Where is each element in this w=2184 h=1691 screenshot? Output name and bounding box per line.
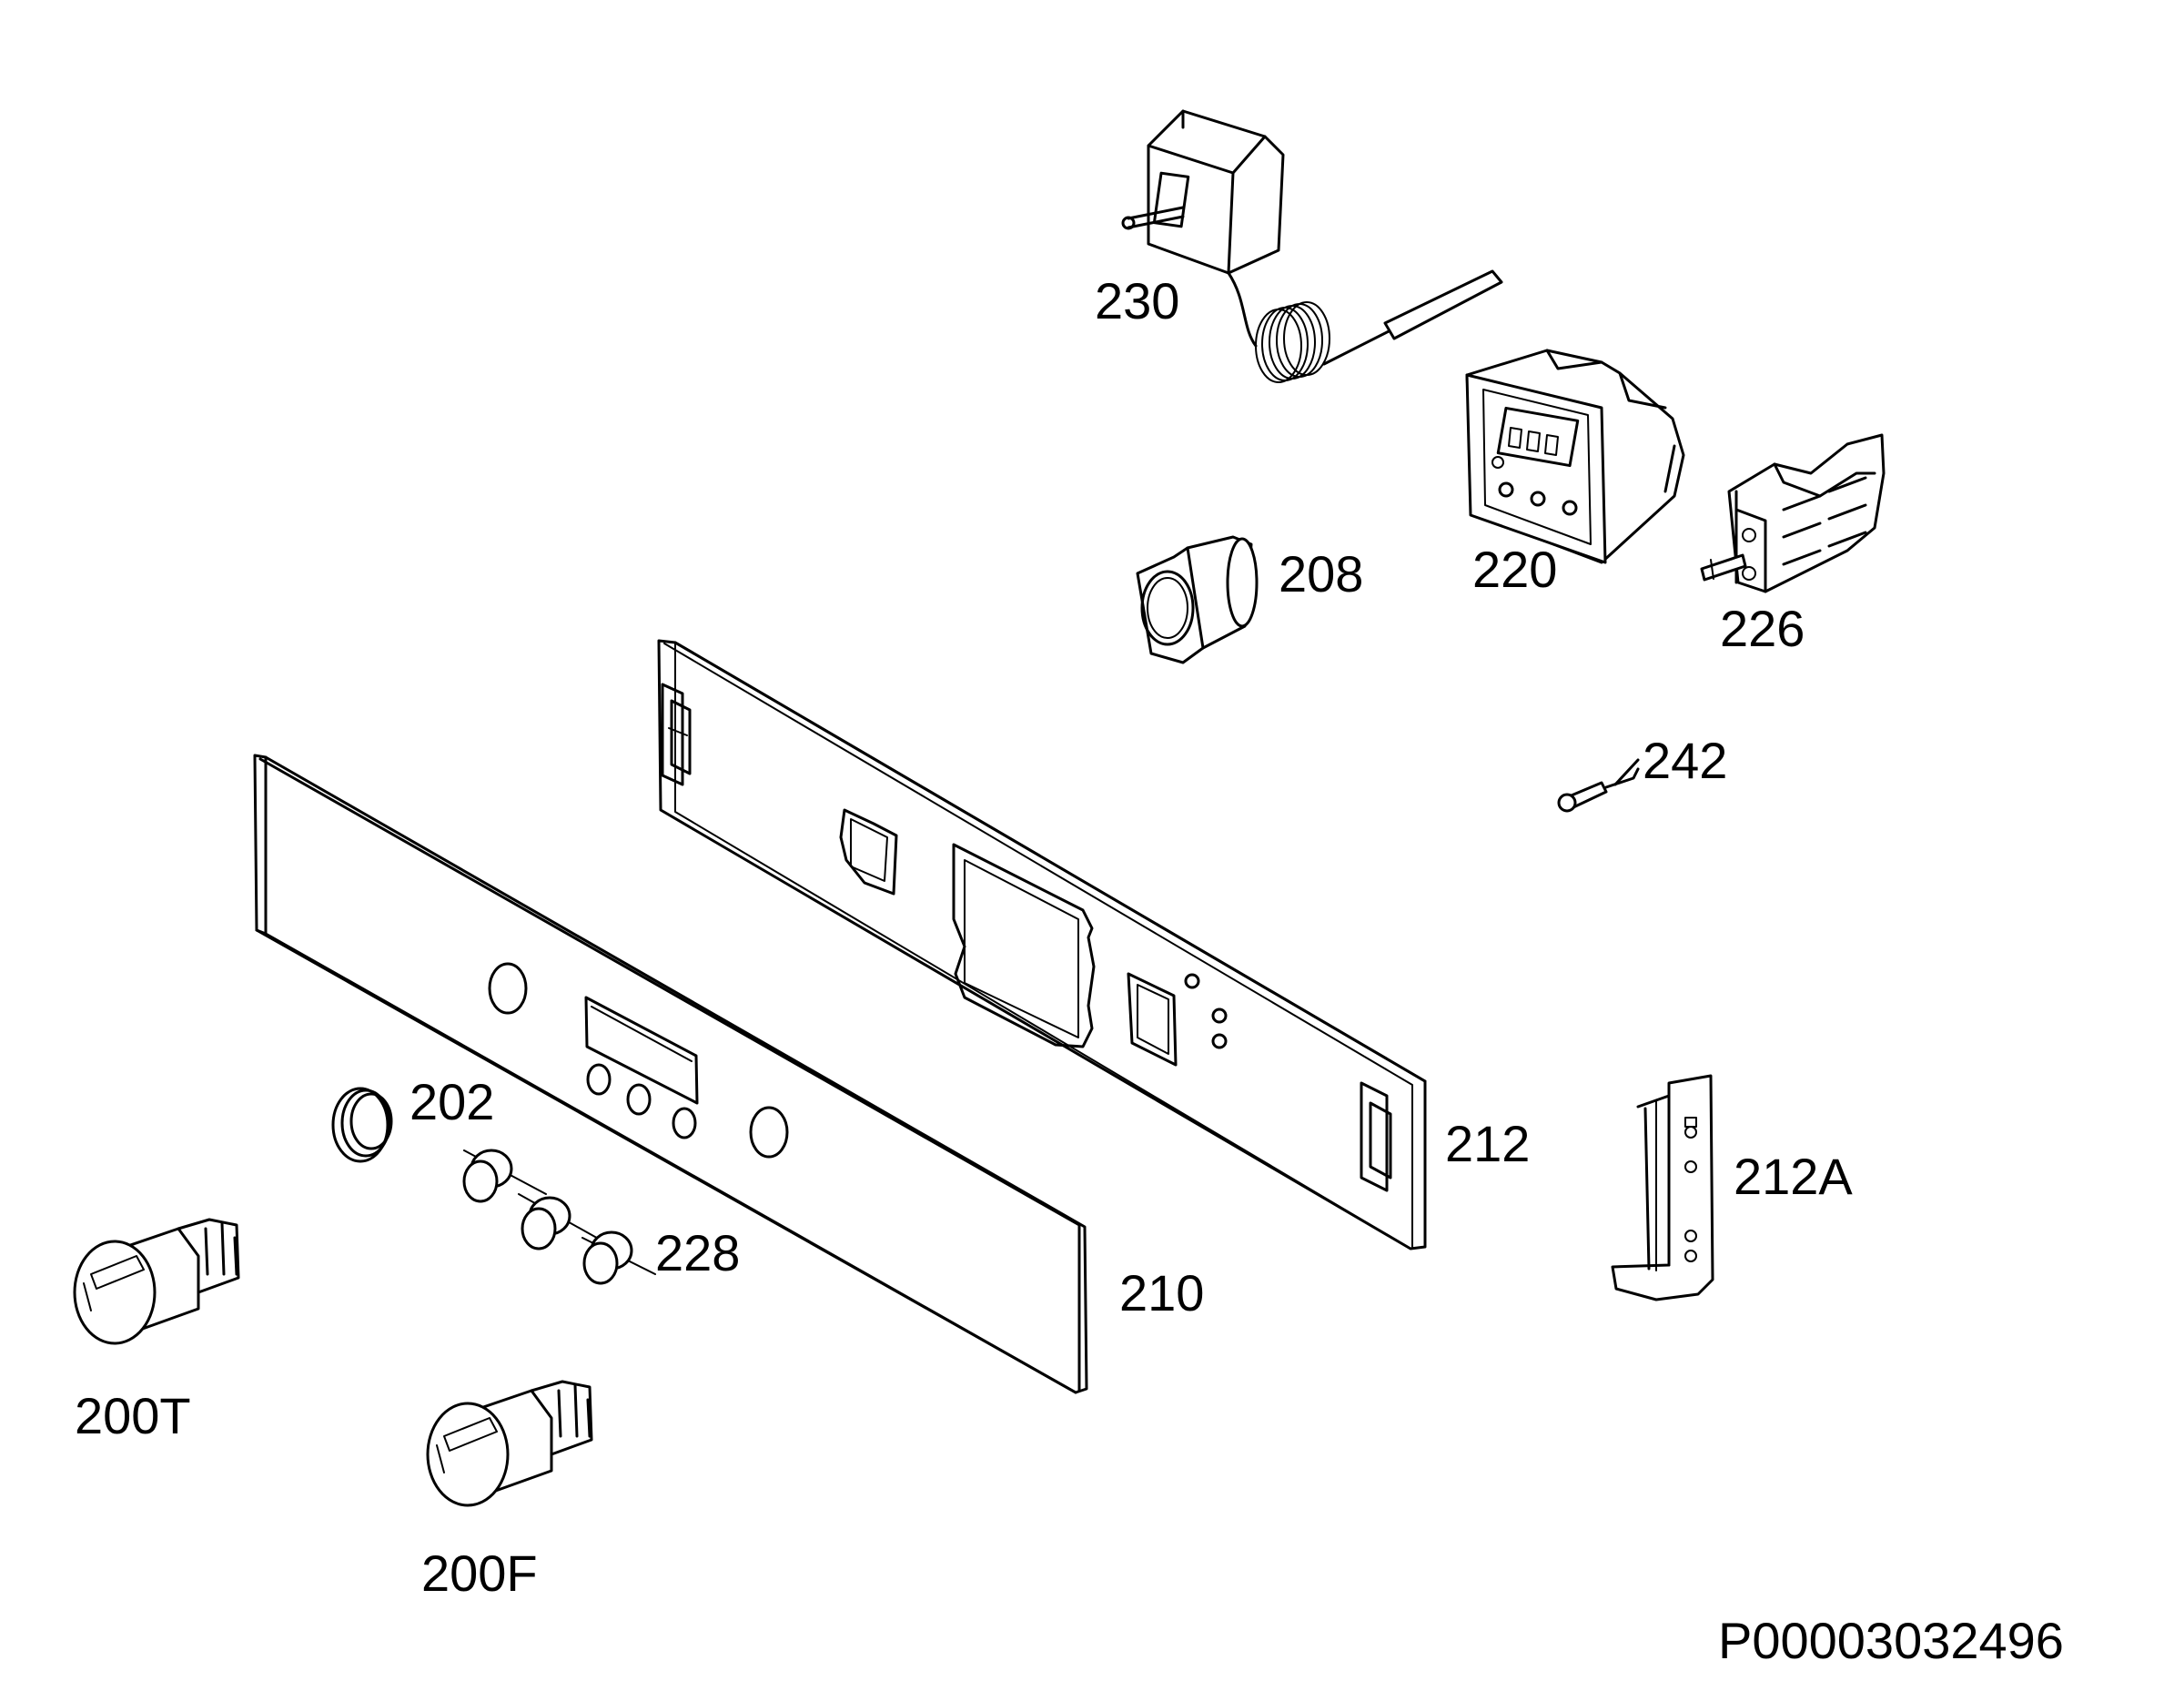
label-242: 242 <box>1643 732 1727 789</box>
part-202-ring <box>331 1087 393 1163</box>
label-230: 230 <box>1095 272 1179 329</box>
part-210-front-panel <box>253 754 1088 1394</box>
part-212-control-panel-frame <box>657 639 1427 1251</box>
part-226-selector-switch <box>1700 433 1886 593</box>
part-212a-bracket <box>1611 1074 1714 1301</box>
label-200t: 200T <box>75 1387 191 1444</box>
label-210: 210 <box>1119 1264 1204 1321</box>
label-208: 208 <box>1279 545 1363 602</box>
part-228-push-buttons <box>462 1149 656 1285</box>
label-220: 220 <box>1472 541 1557 598</box>
label-202: 202 <box>410 1073 494 1130</box>
part-230-thermostat <box>1121 109 1503 383</box>
label-228: 228 <box>655 1224 740 1281</box>
part-200t-knob <box>73 1218 240 1345</box>
part-242-pin <box>1557 758 1640 813</box>
part-220-clock <box>1465 349 1685 564</box>
reference-number: P00003032496 <box>1718 1612 2064 1669</box>
label-226: 226 <box>1720 600 1805 657</box>
part-208-lamp-housing <box>1136 535 1259 664</box>
label-212: 212 <box>1445 1115 1530 1172</box>
label-200f: 200F <box>421 1544 538 1602</box>
part-200f-knob <box>426 1380 593 1507</box>
label-212a: 212A <box>1734 1148 1853 1205</box>
